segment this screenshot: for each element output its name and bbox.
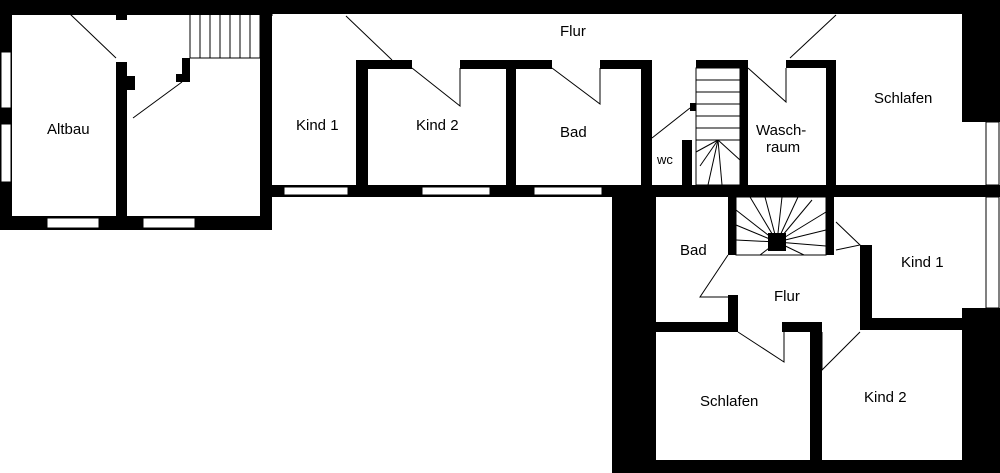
- window-kind2-bottom: [421, 186, 491, 196]
- window-schlafen-right: [985, 121, 1000, 186]
- label-wasch-line1: Wasch-: [756, 122, 806, 139]
- window-altbau-left-1: [0, 51, 12, 109]
- door-swing-kind2-2: [821, 331, 861, 372]
- wall-stair2-box-left: [728, 197, 736, 255]
- wall-top: [272, 0, 1000, 14]
- label-schlafen-bottom: Schlafen: [700, 393, 758, 410]
- door-swing-wc: [651, 107, 691, 139]
- label-kind1-top: Kind 1: [296, 117, 339, 134]
- wall-schlafen2-right: [810, 322, 822, 473]
- door-swing-bad2: [699, 254, 729, 298]
- wall-bad2-bottom: [656, 322, 738, 332]
- room-labels: Altbau Flur Kind 1 Kind 2 Bad wc Wasch- …: [47, 23, 944, 410]
- label-flur-bottom: Flur: [774, 288, 800, 305]
- wall-bad-top-b: [600, 60, 650, 69]
- label-kind2-bottom: Kind 2: [864, 389, 907, 406]
- wall-kind2-top-a: [356, 60, 412, 69]
- door-swing-kind2: [345, 15, 393, 61]
- wall-altbau-right: [260, 0, 272, 230]
- wall-bottom-right: [962, 308, 1000, 473]
- wall-kind2-left: [356, 60, 368, 197]
- label-kind1-bottom: Kind 1: [901, 254, 944, 271]
- stairs-bottom: [735, 196, 827, 256]
- label-flur-top: Flur: [560, 23, 586, 40]
- window-bad-bottom: [533, 186, 603, 196]
- wall-bottom-left: [612, 185, 656, 473]
- wall-stair2-box-right: [826, 197, 834, 255]
- door-swing-bad: [551, 67, 601, 105]
- wall-kind1-left: [860, 245, 872, 330]
- stairs-top: [695, 67, 741, 186]
- wall-stair-landing-h: [176, 74, 190, 82]
- door-swing-kind1: [835, 221, 862, 251]
- label-wasch-line2: raum: [766, 139, 800, 156]
- window-kind1-bottom: [283, 186, 349, 196]
- stair-bottom-frame: [735, 196, 827, 256]
- wall-altbau-bottom: [0, 216, 272, 230]
- wall-bad-divider: [506, 60, 516, 197]
- wall-bad-right: [641, 60, 652, 197]
- stairs-altbau: [189, 13, 261, 59]
- label-kind2-top: Kind 2: [416, 117, 459, 134]
- wall-stair-box-right: [740, 60, 748, 197]
- wall-bottom-base: [612, 460, 1000, 473]
- door-swing-schlafen2: [737, 331, 785, 363]
- wall-wc-stair-left: [682, 140, 692, 197]
- door-swings: [69, 13, 862, 372]
- door-swing-wasch: [789, 14, 837, 59]
- wall-altbau-left: [0, 0, 12, 230]
- wall-altbau-top: [0, 0, 272, 15]
- door-swing-altbau-stair: [132, 81, 183, 119]
- window-altbau-left-2: [0, 123, 12, 183]
- window-altbau-bottom-2: [142, 217, 196, 229]
- windows: [0, 51, 1000, 309]
- wall-wasch-top: [786, 60, 834, 68]
- label-altbau: Altbau: [47, 121, 90, 138]
- wall-kind2-top-b: [460, 60, 512, 69]
- window-altbau-bottom-1: [46, 217, 100, 229]
- wall-schlafen2-top: [782, 322, 822, 332]
- wall-wasch-right: [826, 60, 836, 197]
- label-wc: wc: [656, 152, 673, 167]
- wall-stair-landing-h2: [127, 76, 135, 90]
- wall-altbau-divider: [116, 62, 127, 230]
- wall-stair-box-top: [696, 60, 746, 68]
- wall-right-top: [962, 0, 1000, 122]
- door-swing-kind2-b: [411, 67, 461, 108]
- window-kind1-right: [985, 196, 1000, 309]
- label-bad-bottom: Bad: [680, 242, 707, 259]
- door-swing-wasch-b: [747, 67, 787, 104]
- label-schlafen-top: Schlafen: [874, 90, 932, 107]
- label-bad-top: Bad: [560, 124, 587, 141]
- wall-wc-door-post: [690, 103, 696, 111]
- door-swing-altbau: [69, 13, 117, 59]
- wall-bad-top-a: [506, 60, 552, 69]
- stair-top-frame: [695, 67, 741, 186]
- wall-altbau-stub: [116, 14, 127, 20]
- wall-kind1-bottom: [860, 318, 1000, 330]
- wall-bad2-door-post: [728, 295, 738, 332]
- wall-stair-landing-v: [182, 58, 190, 82]
- stair-altbau-frame: [189, 13, 261, 59]
